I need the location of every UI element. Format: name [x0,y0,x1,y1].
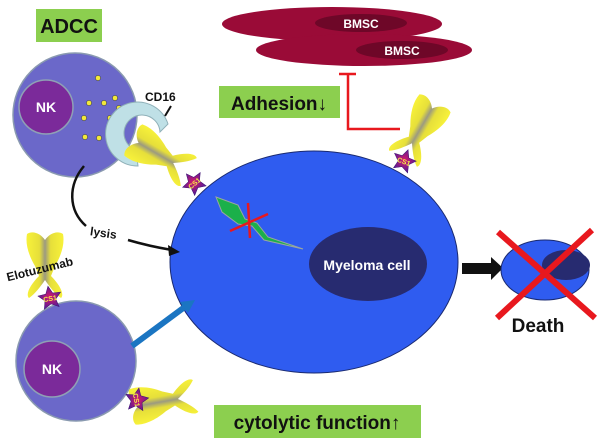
bmsc-cell-2: BMSC [256,34,472,66]
nk-nucleus [18,79,74,135]
nk-label: NK [36,99,56,115]
cs1-antigen: CS1 [36,283,64,311]
nk-label: NK [42,361,62,377]
nk-nucleus [23,340,81,398]
cytolytic-label: cytolytic function↑ [234,413,401,434]
lysis-arrow: lysis [71,165,180,256]
adhesion-label: Adhesion↓ [231,94,327,115]
cytolytic-label-box: cytolytic function↑ [214,405,421,438]
bmsc-label: BMSC [343,17,379,31]
dead-myeloma-cell: Death [494,227,597,337]
block-cross-icon [229,202,269,239]
cs1-label: CS1 [396,157,411,168]
signaling-fragment [215,196,304,250]
cd16-label: CD16 [145,90,176,104]
death-arrow [462,257,503,280]
activation-arrow [130,300,195,349]
adcc-label-box: ADCC [36,9,102,42]
cs1-antigen: CS1 [389,145,420,175]
cs1-label: CS1 [43,295,58,304]
cs1-antigen: CS1 [124,386,152,414]
inhibition-symbol [339,72,400,131]
adhesion-label-box: Adhesion↓ [219,86,340,118]
nk-cell-bottom: NK [15,300,137,422]
myeloma-label: Myeloma cell [323,257,410,273]
bmsc-nucleus [315,14,407,32]
lysis-label: lysis [89,224,118,242]
adcc-label: ADCC [40,16,98,38]
bmsc-cell-1: BMSC [222,7,442,41]
death-cross-icon [494,227,597,321]
cs1-label: CS1 [131,393,140,408]
bmsc-label: BMSC [384,44,420,58]
cd16-receptor: CD16 [105,90,176,167]
myeloma-cell: Myeloma cell [169,150,459,374]
death-label: Death [512,316,565,337]
myeloma-nucleus [309,227,427,301]
bmsc-nucleus [356,41,448,59]
